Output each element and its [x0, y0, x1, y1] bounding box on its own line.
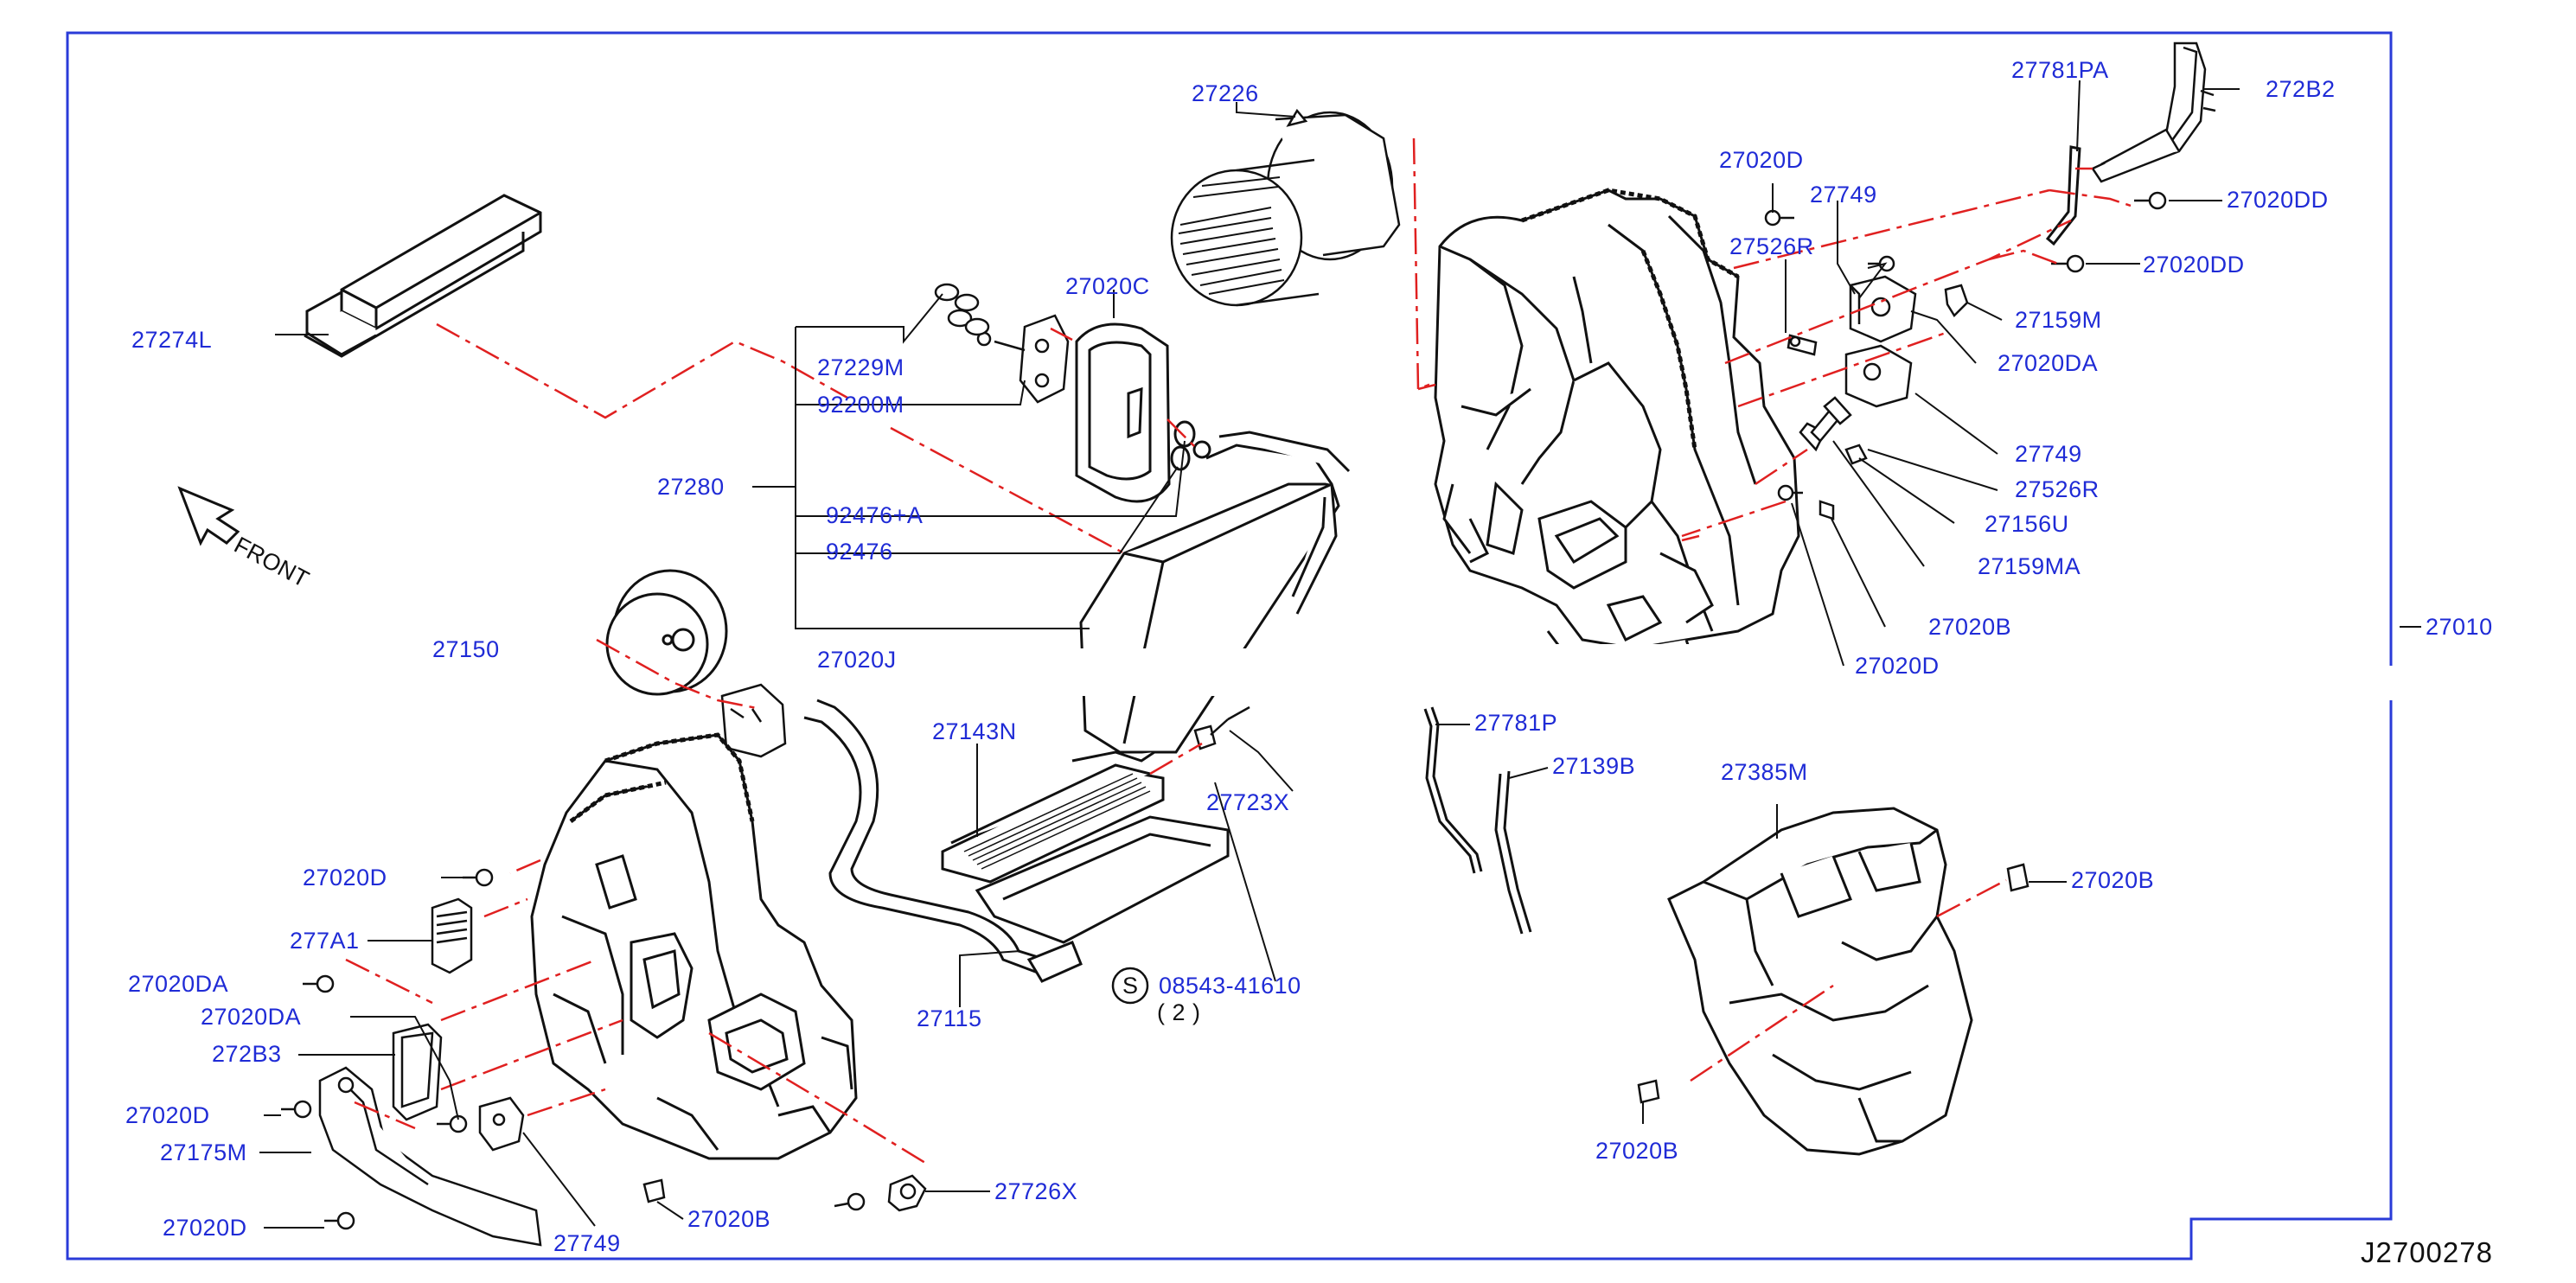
part-callout[interactable]: 272B2	[2266, 76, 2336, 102]
label-mask	[1068, 648, 1267, 696]
clip-27020B	[1637, 863, 2029, 1104]
insulator-27020C	[1075, 322, 1171, 503]
part-callout[interactable]: 27020DA	[1998, 350, 2099, 376]
part-callout[interactable]: 27010	[2426, 614, 2493, 640]
part-callout[interactable]: 27020D	[303, 865, 387, 890]
seal-27781P	[1423, 706, 1483, 874]
part-callout[interactable]: 27280	[657, 474, 725, 500]
part-callout[interactable]: 27229M	[817, 354, 904, 380]
lever-27159M	[1944, 284, 1969, 318]
part-callout[interactable]: 27274L	[131, 327, 213, 353]
sensor-27726X	[887, 1174, 927, 1212]
part-callout[interactable]: 27385M	[1721, 759, 1808, 785]
label-mask	[1548, 644, 1773, 679]
screw-note-symbol: S	[1122, 973, 1139, 999]
part-callout[interactable]: 27159MA	[1978, 553, 2081, 579]
part-callout[interactable]: 27020D	[163, 1215, 247, 1241]
part-callout[interactable]: 27781PA	[2011, 57, 2109, 83]
leader-lines	[259, 80, 2421, 1229]
part-callout[interactable]: 27726X	[994, 1178, 1078, 1204]
part-callout[interactable]: 27020B	[687, 1206, 771, 1232]
center-line	[1417, 167, 2137, 538]
filter-frame	[304, 232, 525, 358]
part-callout[interactable]: 27781P	[1474, 710, 1558, 736]
label-mask	[463, 635, 566, 661]
part-callout[interactable]: 27139B	[1552, 753, 1636, 779]
actuator-27749-lower	[1844, 344, 1913, 408]
heater-core-27143N	[941, 750, 1165, 884]
part-callout[interactable]: 92200M	[817, 392, 904, 418]
part-callout[interactable]: 27020DA	[201, 1004, 302, 1030]
front-arrow-icon	[177, 486, 240, 546]
cabin-filter-27274L	[305, 194, 542, 356]
heater-frame	[975, 815, 1230, 983]
diagram-frame	[66, 31, 2393, 1261]
module-277A1	[431, 897, 473, 974]
part-callout[interactable]: 27020D	[125, 1102, 210, 1128]
diagram-reference-code: J2700278	[2361, 1236, 2493, 1268]
duct-272B2	[2091, 41, 2216, 183]
part-callout[interactable]: 27020D	[1855, 653, 1940, 679]
part-callout[interactable]: 27020D	[1719, 147, 1804, 173]
part-callout[interactable]: 27020DD	[2227, 187, 2329, 213]
part-callout[interactable]: 27526R	[2015, 476, 2100, 502]
center-line	[345, 322, 2007, 1165]
screw-icon	[1764, 191, 2167, 501]
part-callout[interactable]: 277A1	[290, 928, 360, 954]
motor-bracket-27020J	[720, 683, 787, 758]
part-callout[interactable]: 27020B	[1928, 614, 2012, 640]
part-callout[interactable]: 272B3	[212, 1041, 282, 1067]
duct-272B3	[392, 1023, 443, 1121]
part-callout[interactable]: 27143N	[932, 718, 1017, 744]
part-callout[interactable]: 27226	[1192, 80, 1259, 106]
part-callout[interactable]: 27115	[917, 1005, 982, 1031]
part-callout[interactable]: 92476+A	[826, 502, 924, 528]
lever-27526R-lower	[1823, 396, 1852, 425]
upper-case-seal	[1521, 188, 1740, 450]
part-callout[interactable]: 27020B	[2071, 867, 2155, 893]
part-callout[interactable]: 27020J	[817, 647, 897, 673]
seal-27781PA	[2045, 145, 2081, 246]
pipe-27115	[803, 699, 1047, 974]
label-mask	[2387, 666, 2413, 700]
blower-motor-27226	[1170, 108, 1401, 307]
part-callout[interactable]: 27175M	[160, 1139, 247, 1165]
blower-fan-27150	[605, 569, 728, 696]
screw-note-icon	[1111, 967, 1149, 1005]
part-callout[interactable]: 27020C	[1065, 273, 1150, 299]
actuator-27749-upper	[1849, 275, 1917, 343]
part-callout[interactable]: 27150	[432, 636, 500, 662]
heater-unit-lower-case	[530, 733, 858, 1160]
screw-note-qty: ( 2 )	[1157, 999, 1201, 1025]
part-callout[interactable]: 27526R	[1729, 233, 1814, 259]
part-callout[interactable]: 27020DD	[2143, 252, 2245, 278]
lower-case-seal	[569, 732, 755, 823]
part-callout[interactable]: 27749	[2015, 441, 2082, 467]
part-callout[interactable]: 27723X	[1206, 789, 1290, 815]
heater-unit-upper-case	[1434, 188, 1800, 676]
part-callout[interactable]: 08543-41610	[1159, 973, 1301, 999]
part-callout[interactable]: 92476	[826, 539, 893, 565]
part-callout[interactable]: 27749	[1810, 182, 1877, 207]
seal-27139B	[1494, 770, 1532, 935]
clip-27020B-upper	[1819, 500, 1835, 520]
part-callout[interactable]: 27020B	[1595, 1138, 1679, 1164]
link-27526R	[1787, 334, 1818, 356]
part-callout[interactable]: 27156U	[1985, 511, 2069, 537]
part-callout[interactable]: 27159M	[2015, 307, 2102, 333]
bolt-27723X	[1193, 705, 1250, 750]
intake-case-27385M	[1667, 807, 1973, 1156]
clip-27020B-lower	[642, 1178, 666, 1203]
actuator-27749-left	[478, 1096, 525, 1152]
valve-bolts	[934, 283, 990, 336]
part-callout[interactable]: 27749	[553, 1230, 621, 1256]
part-callout[interactable]: 27020DA	[128, 971, 229, 997]
